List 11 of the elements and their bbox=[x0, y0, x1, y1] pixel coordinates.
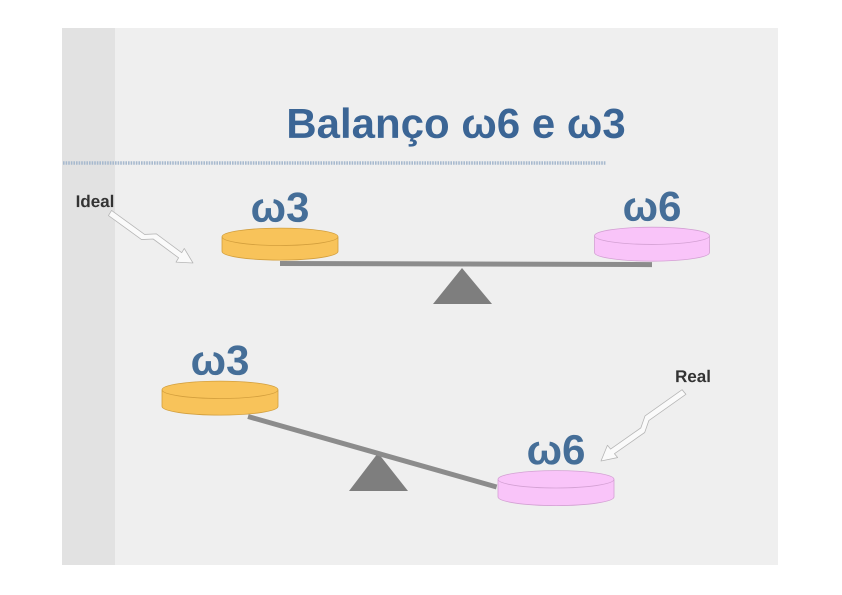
seesaw-beam bbox=[247, 414, 498, 490]
lightning-callout bbox=[108, 210, 194, 264]
seesaw-beam bbox=[280, 261, 652, 268]
pan-label: ω6 bbox=[624, 191, 680, 222]
pan-label: ω3 bbox=[252, 192, 308, 222]
title: Balanço ω6 e ω3 bbox=[289, 107, 624, 147]
callout-label: Real bbox=[676, 370, 710, 382]
pan-label: ω3 bbox=[192, 345, 248, 376]
pan-label: ω6 bbox=[528, 434, 584, 465]
lightning-callout bbox=[600, 389, 686, 462]
callout-label: Ideal bbox=[76, 194, 114, 208]
